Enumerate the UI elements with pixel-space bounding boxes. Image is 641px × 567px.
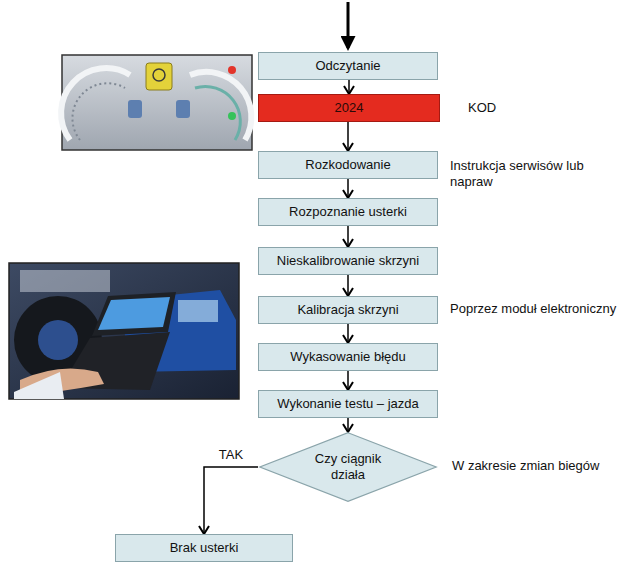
node-text: 2024 <box>335 100 364 116</box>
process-box: Nieskalibrowanie skrzyni <box>258 247 438 275</box>
gauge-arc <box>190 72 251 140</box>
lamp-symbol <box>153 69 165 81</box>
indicator <box>176 100 190 118</box>
flow-connector <box>347 226 349 247</box>
laptop-lid <box>92 292 176 336</box>
node-text: Brak usterki <box>170 540 239 556</box>
flow-connector <box>347 324 349 343</box>
photo-frame <box>9 263 239 399</box>
node-text: Wykasowanie błędu <box>290 349 406 365</box>
side-note: W zakresie zmian biegów <box>452 458 632 474</box>
entry-arrow <box>347 2 350 48</box>
flow-connector <box>347 418 349 432</box>
edge-label: TAK <box>217 447 245 463</box>
node-text: Kalibracja skrzyni <box>297 302 398 318</box>
terminal-box: Brak usterki <box>115 534 293 562</box>
flow-connector <box>347 275 349 296</box>
red-lamp <box>228 66 236 74</box>
photo-frame <box>62 55 252 150</box>
flow-connector <box>204 467 258 534</box>
laptop-screen <box>98 297 170 330</box>
node-text: Nieskalibrowanie skrzyni <box>277 253 419 269</box>
side-note: Instrukcja serwisów lub napraw <box>450 158 625 190</box>
flow-connector <box>347 122 349 151</box>
node-text: Rozpoznanie usterki <box>289 204 407 220</box>
indicator <box>128 100 142 118</box>
tractor-photo <box>9 263 239 399</box>
process-box: Rozkodowanie <box>258 151 438 179</box>
flow-connector <box>347 179 349 198</box>
error-code-box: 2024 <box>258 94 440 122</box>
gauge-scale <box>72 83 125 140</box>
tractor-light <box>178 300 218 322</box>
wheel-hub <box>38 320 78 360</box>
warning-lamp <box>146 63 172 90</box>
process-box: Odczytanie <box>258 52 438 80</box>
side-note: Poprzez moduł elektroniczny <box>450 301 635 317</box>
node-text: Wykonanie testu – jazda <box>277 396 419 412</box>
process-box: Kalibracja skrzyni <box>258 296 438 324</box>
dashboard-photo <box>61 55 252 150</box>
flow-connector <box>347 371 349 390</box>
process-box: Rozpoznanie usterki <box>258 198 438 226</box>
green-lamp <box>228 112 236 120</box>
node-text: Czy ciągnik działa <box>307 451 389 483</box>
diamond-shape <box>260 433 436 502</box>
decision-diamond: Czy ciągnik działa <box>258 432 438 502</box>
code-note: KOD <box>468 100 548 116</box>
gauge-scale <box>195 86 240 140</box>
flow-connector <box>348 80 350 94</box>
process-box: Wykonanie testu – jazda <box>258 390 438 418</box>
sleeve <box>14 372 64 399</box>
gauge-arc <box>61 68 130 140</box>
process-box: Wykasowanie błędu <box>258 343 438 371</box>
window-light <box>20 270 110 292</box>
node-text: Odczytanie <box>315 58 380 74</box>
node-text: Rozkodowanie <box>305 157 390 173</box>
